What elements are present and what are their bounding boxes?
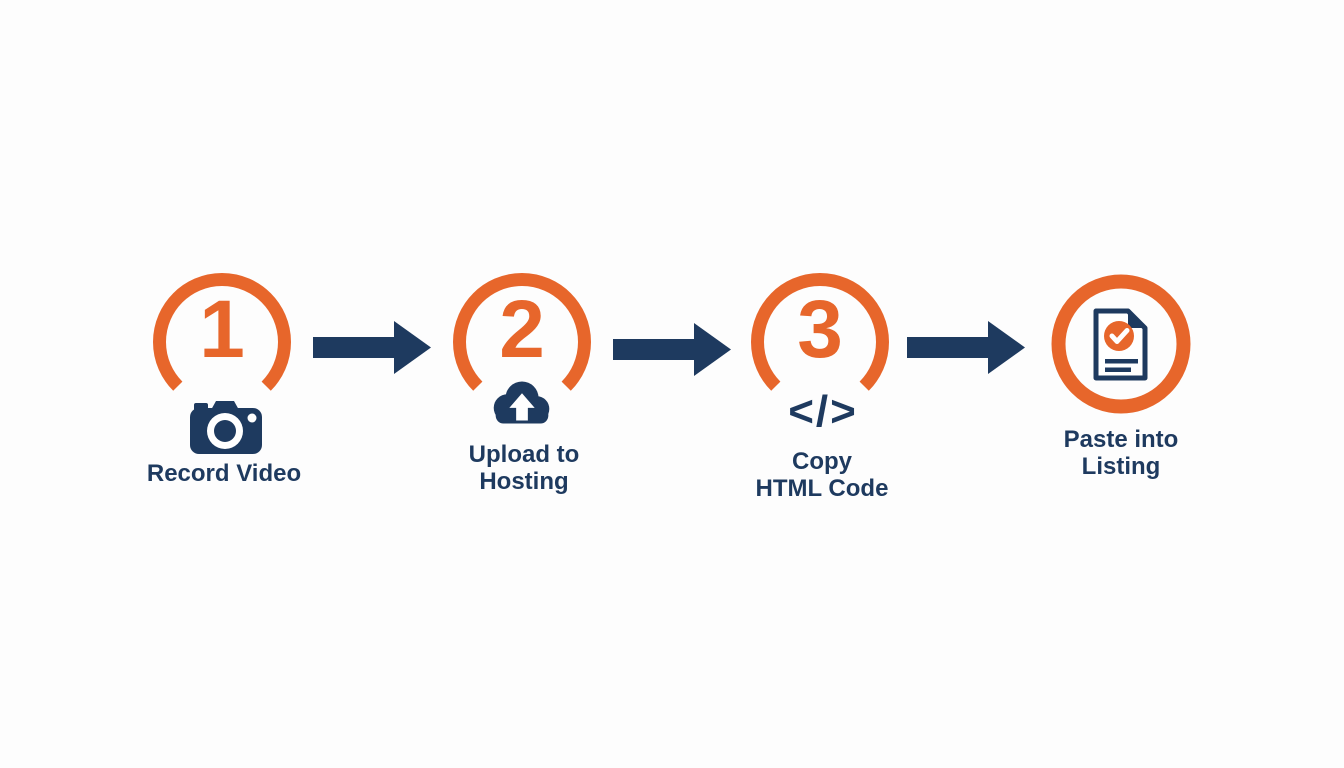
step4-label: Paste into Listing: [1001, 426, 1241, 480]
code-icon: </>: [788, 387, 858, 436]
step3-number: 3: [797, 284, 843, 375]
cloud-upload-icon: [493, 381, 550, 424]
arrow-right-icon: [907, 321, 1025, 374]
step1-label-line1: Record Video: [146, 460, 302, 487]
step3-label: Copy HTML Code: [702, 448, 942, 502]
step4-label-line2: Listing: [1081, 453, 1161, 480]
camera-icon: [190, 401, 262, 454]
arrow-right-icon: [313, 321, 431, 374]
step3-label-line1: Copy: [792, 448, 852, 475]
step1-open-ring: [153, 273, 291, 391]
step2-label-line2: Hosting: [479, 468, 569, 495]
step1-number: 1: [199, 284, 245, 375]
step2-number: 2: [499, 284, 545, 375]
step4-ring: [1051, 274, 1191, 414]
step2-label-line1: Upload to: [468, 441, 580, 468]
step3-open-ring: [751, 273, 889, 391]
step2-open-ring: [453, 273, 591, 391]
step4-label-line1: Paste into: [1063, 426, 1179, 453]
step2-label: Upload to Hosting: [404, 441, 644, 495]
document-check-icon: [1093, 308, 1148, 381]
step3-label-line2: HTML Code: [755, 475, 889, 502]
arrow-right-icon: [613, 323, 731, 376]
step1-label: Record Video: [104, 460, 344, 487]
